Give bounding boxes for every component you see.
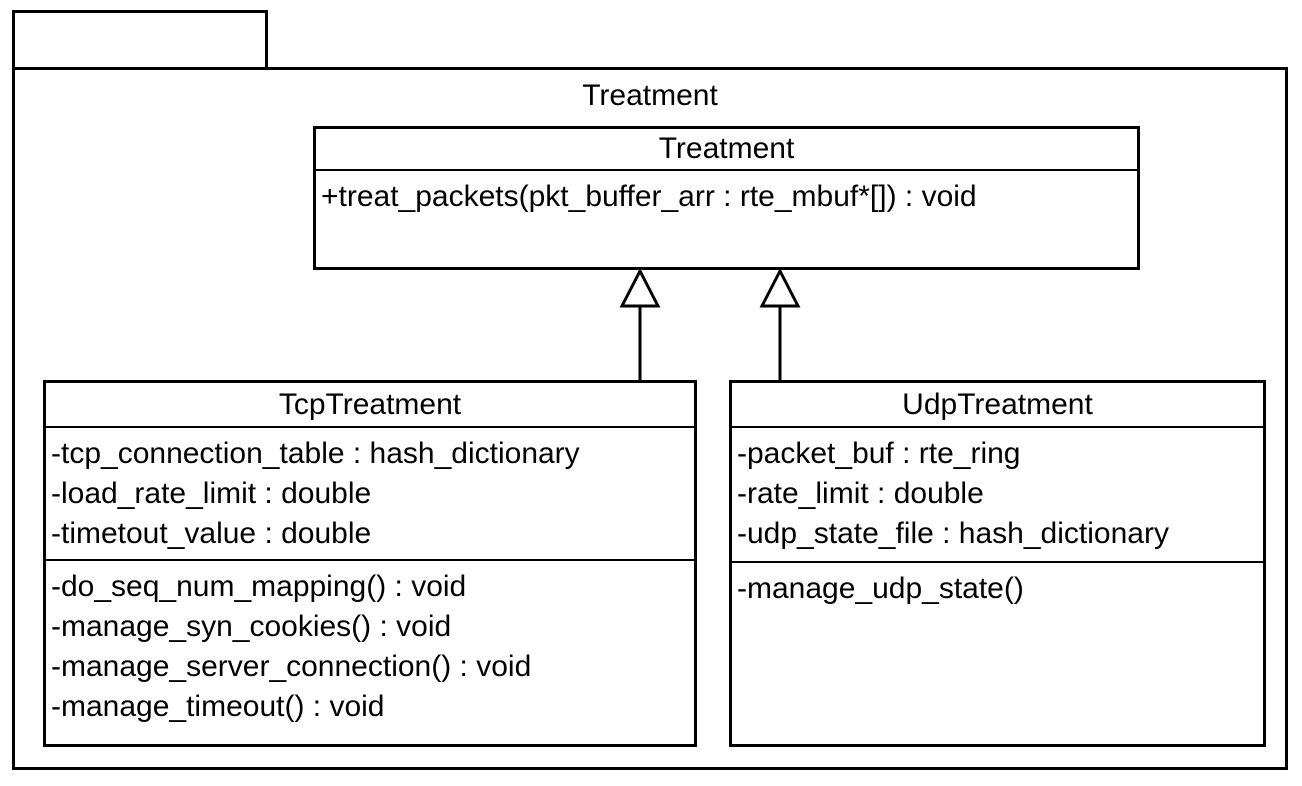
class-udptreatment-attributes: -packet_buf : rte_ring -rate_limit : dou…: [732, 428, 1263, 563]
method-manage-udp-state: -manage_udp_state(): [737, 572, 1024, 605]
class-udptreatment-name: UdpTreatment: [732, 383, 1263, 428]
class-treatment-name: Treatment: [316, 129, 1137, 171]
attribute-rate-limit: -rate_limit : double: [737, 477, 984, 510]
attribute-udp-state-file: -udp_state_file : hash_dictionary: [737, 517, 1169, 550]
method-manage-timeout: -manage_timeout() : void: [51, 690, 385, 723]
class-tcptreatment: TcpTreatment -tcp_connection_table : has…: [43, 380, 697, 747]
method-manage-server-connection: -manage_server_connection() : void: [51, 650, 532, 683]
attribute-timetout-value: -timetout_value : double: [51, 517, 372, 550]
class-udptreatment-methods: -manage_udp_state(): [732, 563, 1263, 744]
attribute-load-rate-limit: -load_rate_limit : double: [51, 477, 372, 510]
class-tcptreatment-attributes: -tcp_connection_table : hash_dictionary …: [46, 428, 694, 561]
class-treatment-methods: +treat_packets(pkt_buffer_arr : rte_mbuf…: [316, 171, 1137, 267]
class-tcptreatment-name: TcpTreatment: [46, 383, 694, 428]
class-udptreatment: UdpTreatment -packet_buf : rte_ring -rat…: [729, 380, 1266, 747]
attribute-packet-buf: -packet_buf : rte_ring: [737, 437, 1021, 470]
attribute-tcp-connection-table: -tcp_connection_table : hash_dictionary: [51, 437, 580, 470]
method-do-seq-num-mapping: -do_seq_num_mapping() : void: [51, 570, 467, 603]
package-tab: [12, 10, 268, 70]
method-manage-syn-cookies: -manage_syn_cookies() : void: [51, 610, 452, 643]
class-treatment: Treatment +treat_packets(pkt_buffer_arr …: [313, 126, 1140, 270]
package-name: Treatment: [582, 79, 718, 112]
method-treat-packets: +treat_packets(pkt_buffer_arr : rte_mbuf…: [321, 180, 977, 213]
class-tcptreatment-methods: -do_seq_num_mapping() : void -manage_syn…: [46, 561, 694, 744]
